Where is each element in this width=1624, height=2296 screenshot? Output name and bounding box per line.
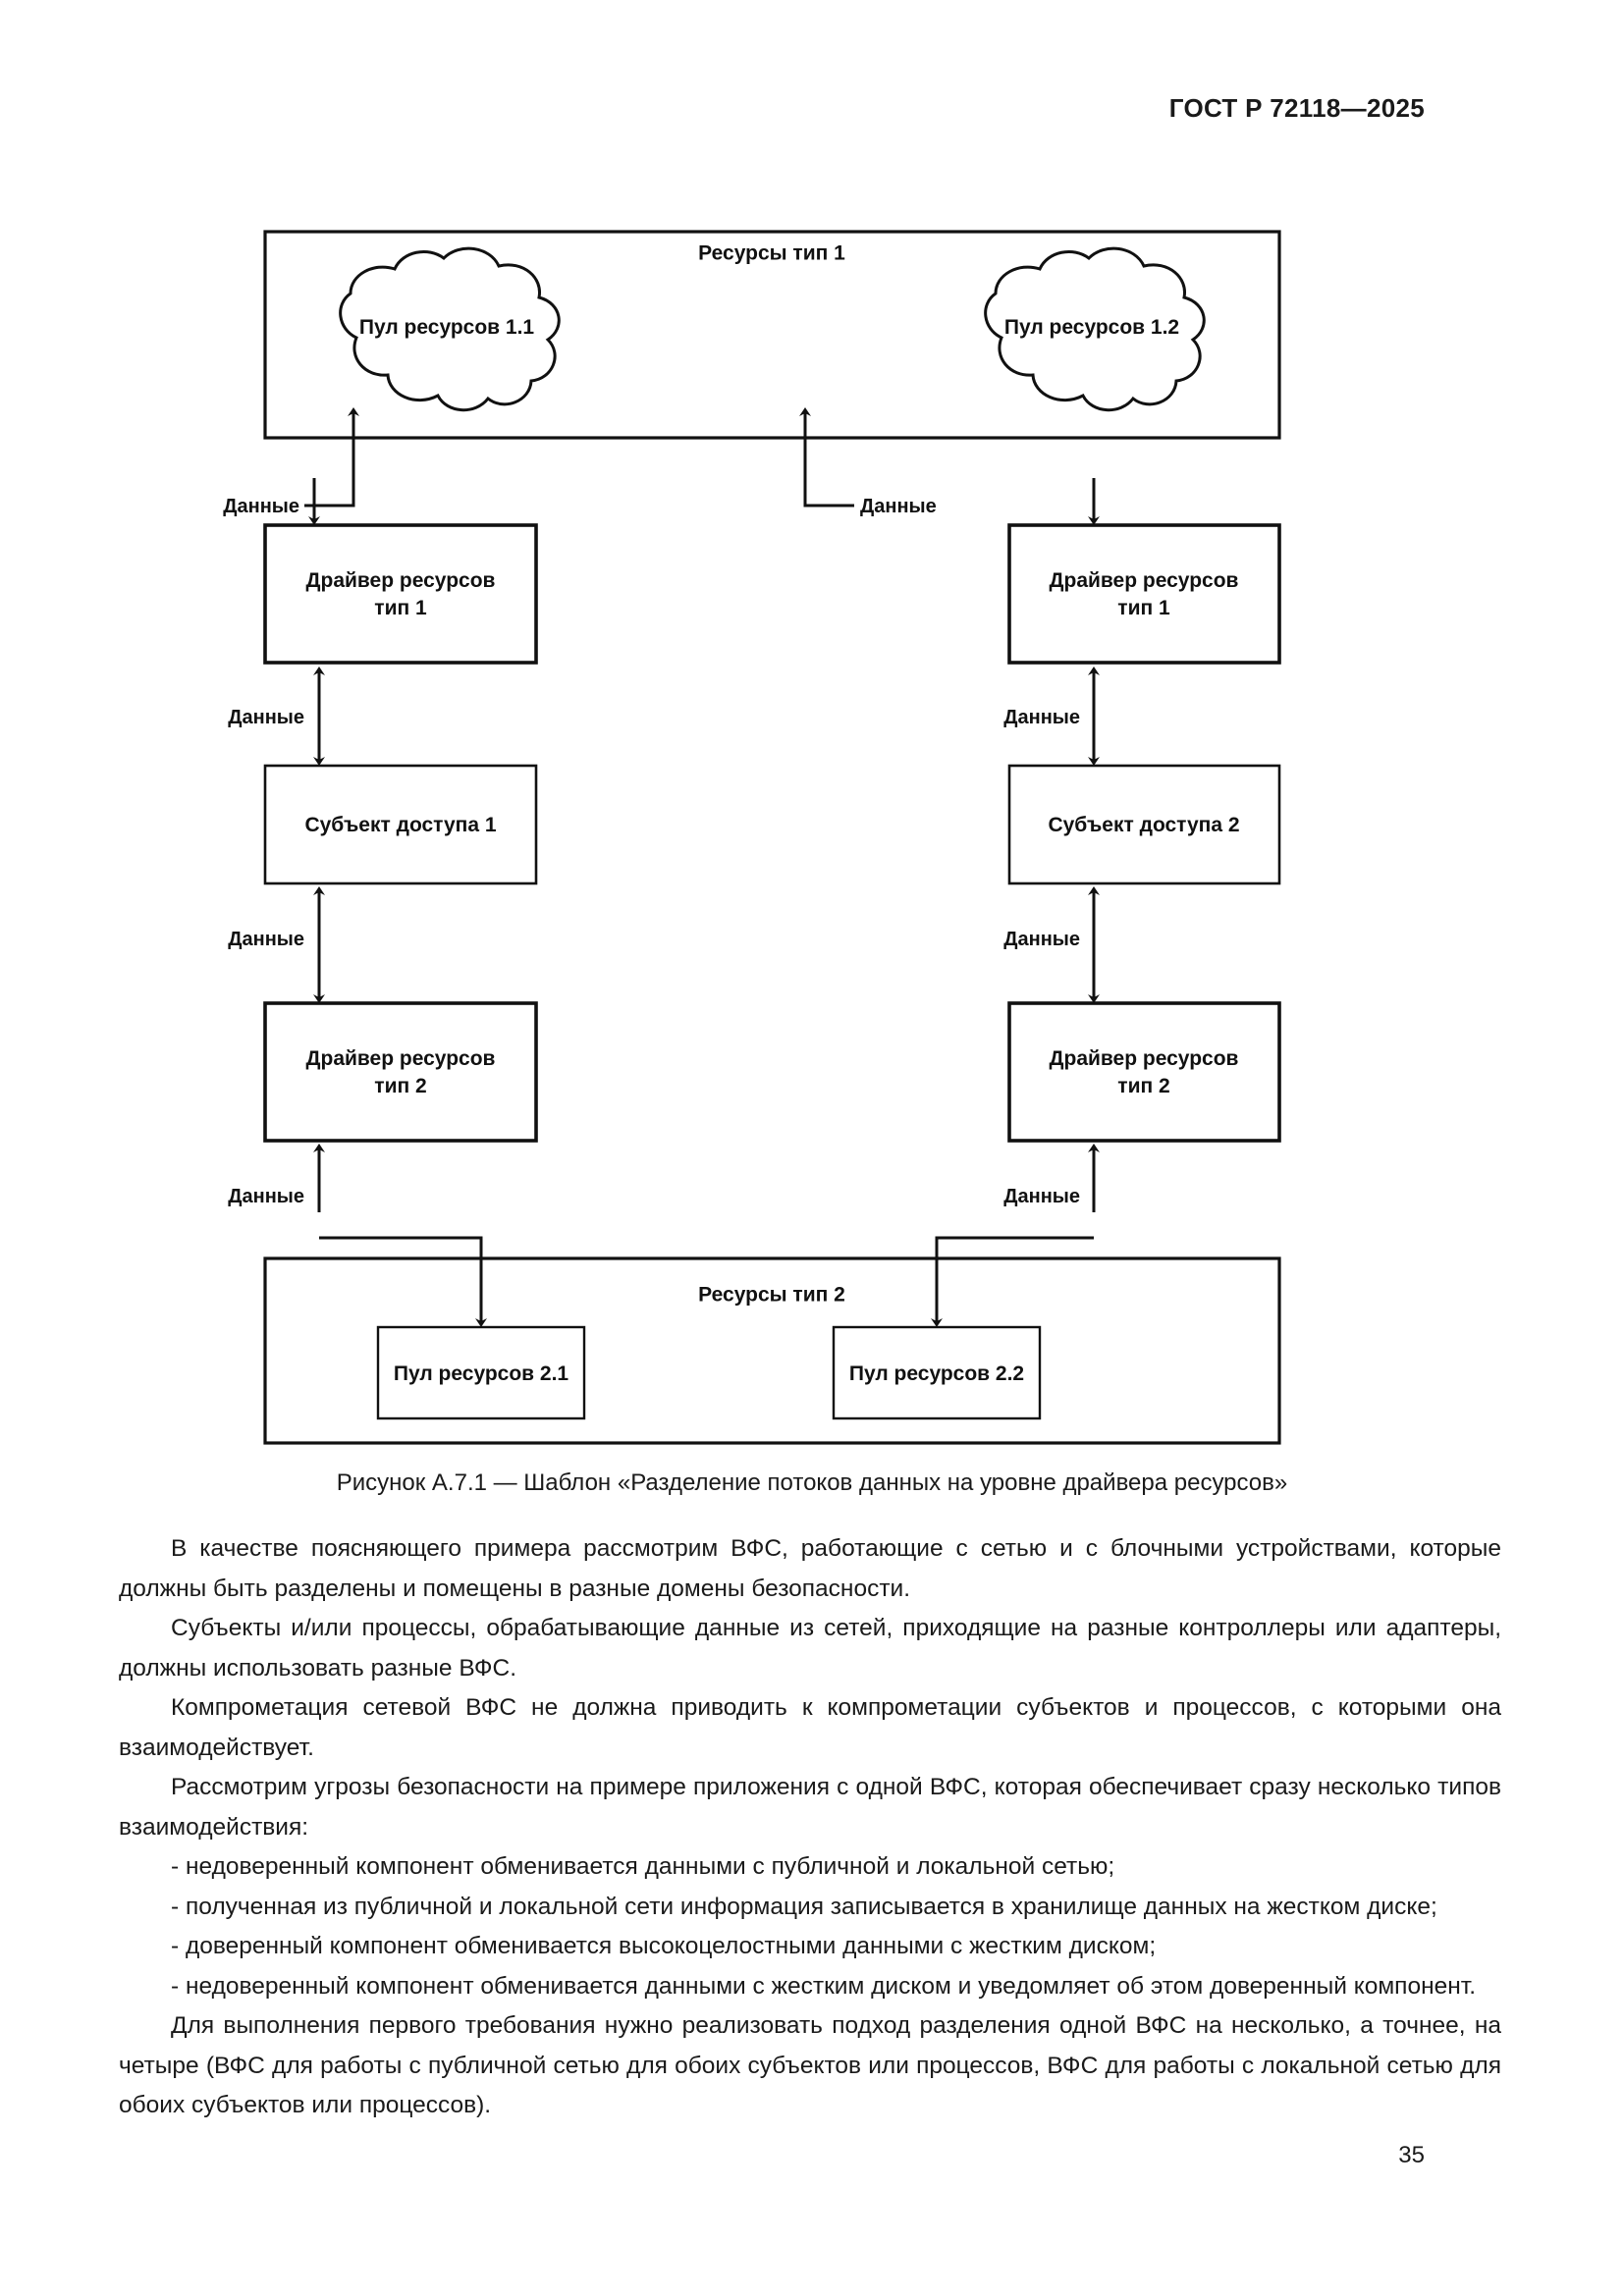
driver-type2-left-line1: Драйвер ресурсов [306,1047,496,1070]
paragraph-2: Субъекты и/или процессы, обрабатывающие … [119,1615,1501,1682]
paragraph-3: Компрометация сетевой ВФС не должна прив… [119,1694,1501,1761]
resources-type1-title: Ресурсы тип 1 [698,241,845,264]
edge-label-cloud-right: Данные [860,496,937,517]
edge-label-driver1-subject1-left: Данные [228,707,304,728]
paragraph-5: Для выполнения первого требования нужно … [119,2012,1501,2118]
edge-label-subject2-driver2-right: Данные [1003,929,1080,950]
pool-1-2-label: Пул ресурсов 1.2 [1004,316,1179,339]
driver-type1-right-box: Драйвер ресурсов тип 1 [1007,523,1281,665]
figure-caption: Рисунок А.7.1 — Шаблон «Разделение поток… [336,1469,1288,1496]
subject-2-box: Субъект доступа 2 [1007,764,1281,885]
edge-label-driver2-pool22-right: Данные [1003,1186,1080,1207]
driver-type1-right-line1: Драйвер ресурсов [1050,569,1239,592]
driver-type2-right-line1: Драйвер ресурсов [1050,1047,1239,1070]
body-text: В качестве поясняющего примера рассмотри… [119,1529,1501,2126]
document-header: ГОСТ Р 72118—2025 [1168,93,1425,123]
edge-subject1-driver2-left: Данные [228,886,325,1003]
pool-1-1-label: Пул ресурсов 1.1 [359,316,535,339]
edge-label-driver1-subject2-right: Данные [1003,707,1080,728]
driver-type1-left-box: Драйвер ресурсов тип 1 [263,523,538,665]
edge-driver1-subject1-left: Данные [228,667,325,766]
bullet-2: - полученная из публичной и локальной се… [171,1893,1437,1920]
subject-2-label: Субъект доступа 2 [1048,814,1239,836]
subject-1-label: Субъект доступа 1 [304,814,496,836]
driver-type1-left-line1: Драйвер ресурсов [306,569,496,592]
page-number: 35 [1398,2142,1425,2168]
edge-cloud-right: Данные [799,407,1100,525]
pool-1-2-cloud: Пул ресурсов 1.2 [984,246,1206,412]
edge-driver1-subject2-right: Данные [1003,667,1100,766]
edge-label-subject1-driver2-left: Данные [228,929,304,950]
pool-2-1-label: Пул ресурсов 2.1 [394,1362,569,1385]
edge-label-cloud-left: Данные [223,496,299,517]
edge-subject2-driver2-right: Данные [1003,886,1100,1003]
driver-type2-left-line2: тип 2 [374,1075,426,1097]
figure-a71: Ресурсы тип 1 Пул ресурсов 1.1 Пул ресур… [0,221,1624,1458]
edge-driver2-pool21-left: Данные [228,1144,487,1327]
driver-type1-right-line2: тип 1 [1117,597,1170,619]
bullet-1: - недоверенный компонент обменивается да… [171,1853,1115,1880]
bullet-3: - доверенный компонент обменивается высо… [171,1933,1157,1959]
edge-driver2-pool22-right: Данные [931,1144,1100,1327]
driver-type1-left-line2: тип 1 [374,597,427,619]
pool-2-2-label: Пул ресурсов 2.2 [849,1362,1024,1385]
edge-cloud-left: Данные [223,407,359,525]
bullet-4: - недоверенный компонент обменивается да… [171,1972,1477,2000]
edge-label-driver2-pool21-left: Данные [228,1186,304,1207]
resources-type2-title: Ресурсы тип 2 [698,1283,845,1306]
subject-1-box: Субъект доступа 1 [263,764,538,885]
driver-type2-right-box: Драйвер ресурсов тип 2 [1007,1001,1281,1143]
driver-type2-left-box: Драйвер ресурсов тип 2 [263,1001,538,1143]
driver-type2-right-line2: тип 2 [1117,1075,1169,1097]
pool-2-1-box: Пул ресурсов 2.1 [376,1325,586,1420]
data-flow-diagram: Ресурсы тип 1 Пул ресурсов 1.1 Пул ресур… [223,230,1281,1445]
paragraph-1: В качестве поясняющего примера рассмотри… [119,1535,1501,1602]
pool-1-1-cloud: Пул ресурсов 1.1 [339,246,561,412]
paragraph-4: Рассмотрим угрозы безопасности на пример… [119,1774,1501,1841]
pool-2-2-box: Пул ресурсов 2.2 [832,1325,1042,1420]
